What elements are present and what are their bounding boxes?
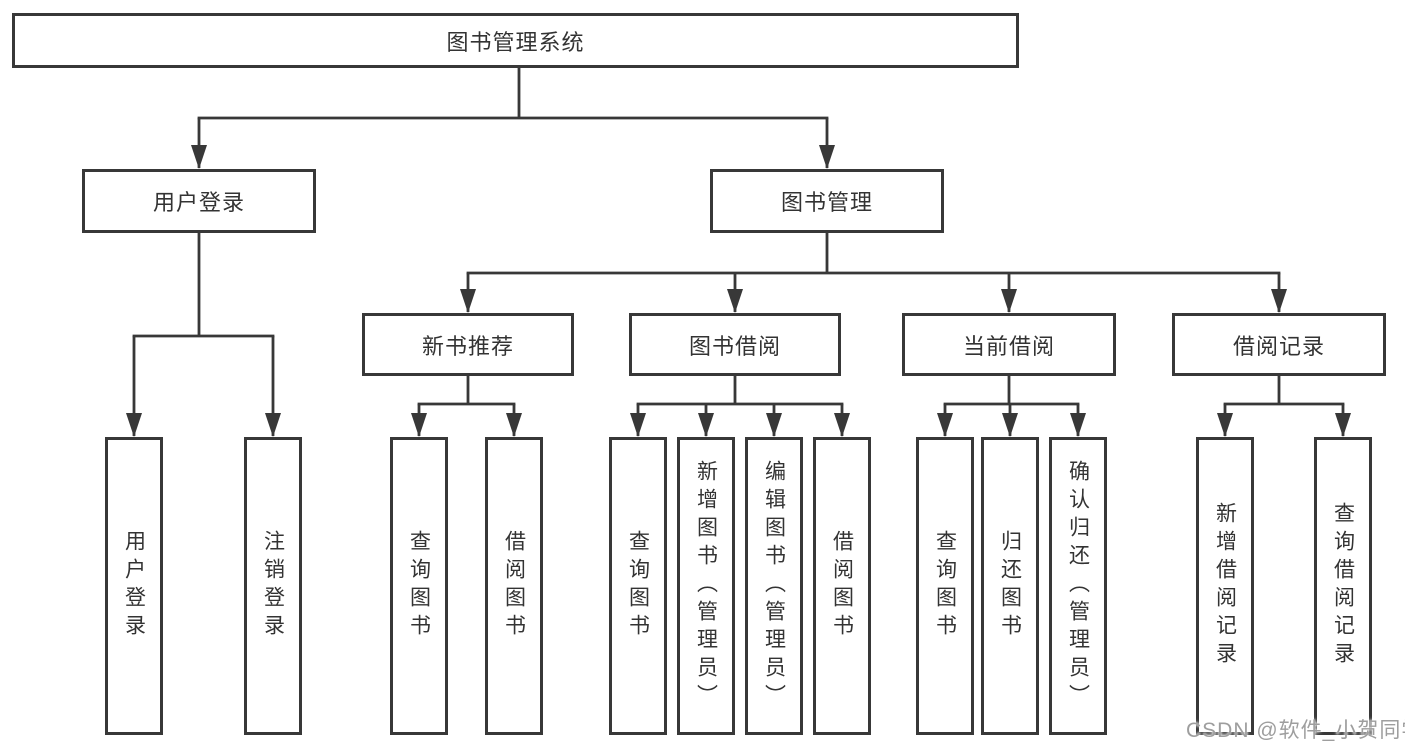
node-leaf-borrow-borrow: 借阅图书 xyxy=(813,437,871,735)
node-leaf-borrow-borrow-label: 借阅图书 xyxy=(830,530,854,642)
node-leaf-borrow-add-label: 新增图书（管理员） xyxy=(694,460,718,712)
node-user-login: 用户登录 xyxy=(82,169,316,233)
node-leaf-current-query: 查询图书 xyxy=(916,437,974,735)
node-leaf-borrow-edit-label: 编辑图书（管理员） xyxy=(762,460,786,712)
node-leaf-newbooks-query-label: 查询图书 xyxy=(407,530,431,642)
node-borrow-records-label: 借阅记录 xyxy=(1232,333,1325,359)
node-book-management-system: 图书管理系统 xyxy=(12,13,1019,68)
node-leaf-records-add: 新增借阅记录 xyxy=(1196,437,1254,735)
node-leaf-records-query: 查询借阅记录 xyxy=(1314,437,1372,735)
node-leaf-borrow-add: 新增图书（管理员） xyxy=(677,437,735,735)
node-current-borrow-label: 当前借阅 xyxy=(962,333,1055,359)
node-borrow-records: 借阅记录 xyxy=(1172,313,1386,376)
node-leaf-newbooks-query: 查询图书 xyxy=(390,437,448,735)
node-leaf-logout: 注销登录 xyxy=(244,437,302,735)
csdn-watermark: CSDN @软件_小贺同学 xyxy=(1186,719,1405,742)
node-user-login-label: 用户登录 xyxy=(152,190,245,215)
node-leaf-borrow-edit: 编辑图书（管理员） xyxy=(745,437,803,735)
node-leaf-newbooks-borrow-label: 借阅图书 xyxy=(502,530,526,642)
node-book-management-system-label: 图书管理系统 xyxy=(446,29,585,55)
node-leaf-logout-label: 注销登录 xyxy=(261,530,285,642)
node-leaf-current-query-label: 查询图书 xyxy=(933,530,957,642)
node-leaf-records-query-label: 查询借阅记录 xyxy=(1331,502,1355,670)
node-leaf-current-confirm: 确认归还（管理员） xyxy=(1049,437,1107,735)
node-book-borrow: 图书借阅 xyxy=(629,313,841,376)
node-book-borrow-label: 图书借阅 xyxy=(688,333,781,359)
node-leaf-current-return: 归还图书 xyxy=(981,437,1039,735)
node-new-book-recommend: 新书推荐 xyxy=(362,313,574,376)
node-book-management: 图书管理 xyxy=(710,169,944,233)
node-leaf-newbooks-borrow: 借阅图书 xyxy=(485,437,543,735)
node-new-book-recommend-label: 新书推荐 xyxy=(421,333,514,359)
node-leaf-user-login: 用户登录 xyxy=(105,437,163,735)
node-leaf-current-return-label: 归还图书 xyxy=(998,530,1022,642)
node-current-borrow: 当前借阅 xyxy=(902,313,1116,376)
node-leaf-borrow-query: 查询图书 xyxy=(609,437,667,735)
node-leaf-user-login-label: 用户登录 xyxy=(122,530,146,642)
node-book-management-label: 图书管理 xyxy=(780,190,873,215)
node-leaf-borrow-query-label: 查询图书 xyxy=(626,530,650,642)
node-leaf-current-confirm-label: 确认归还（管理员） xyxy=(1066,460,1090,712)
node-leaf-records-add-label: 新增借阅记录 xyxy=(1213,502,1237,670)
